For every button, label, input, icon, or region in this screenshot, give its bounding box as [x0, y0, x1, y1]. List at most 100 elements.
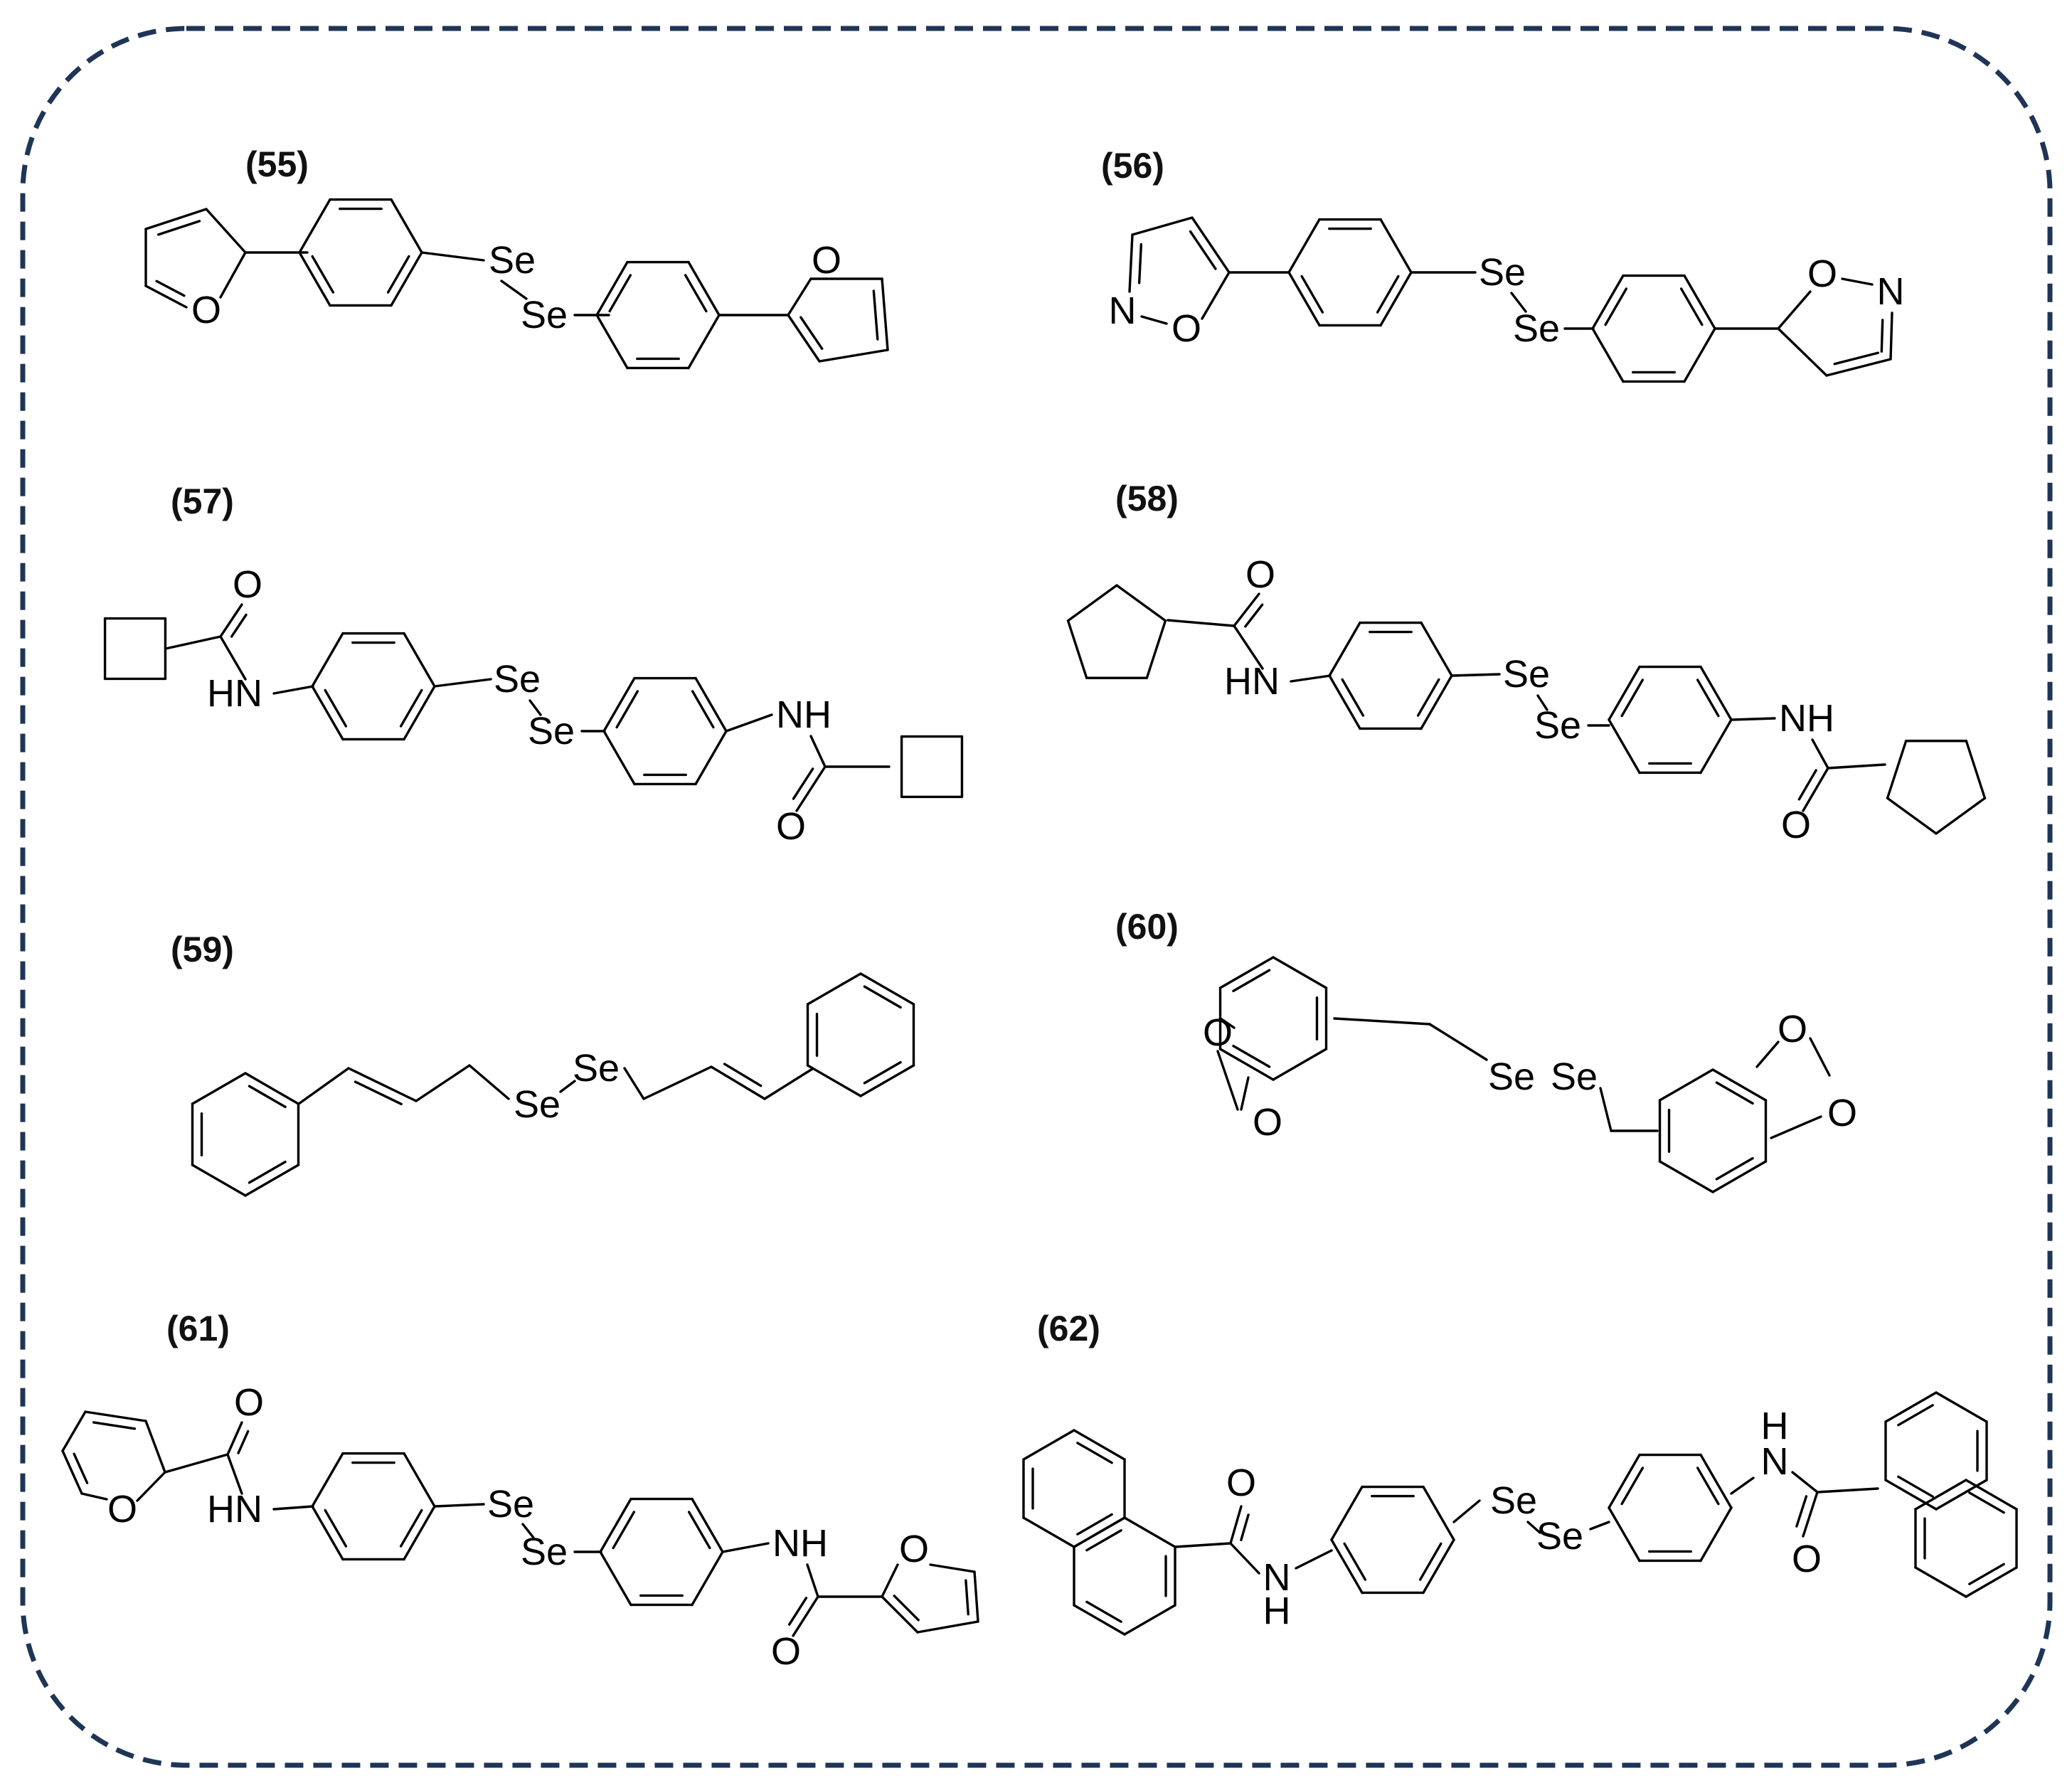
bond [792, 1595, 819, 1637]
bond [809, 735, 827, 768]
benzene-bond [1608, 665, 1641, 721]
naphthalene-ring-bond [1073, 1516, 1126, 1548]
bond [1809, 1037, 1831, 1077]
benzene-bond [1711, 1160, 1768, 1193]
benzene-bond [244, 1164, 300, 1197]
atom-label: Se [514, 1083, 560, 1126]
naphthalene-ring-bond [1965, 1566, 2018, 1598]
compound-label: (58) [1115, 479, 1179, 518]
bond [468, 1064, 510, 1100]
atom-label: N [1263, 1556, 1291, 1599]
benzene-bond [1591, 274, 1625, 330]
bond [916, 1620, 979, 1634]
bond [1452, 1499, 1481, 1523]
bond [973, 1570, 979, 1623]
benzene-bond [1683, 327, 1716, 383]
atom-label: HN [207, 672, 262, 715]
bond [929, 1563, 976, 1573]
dashed-border [20, 26, 2053, 1768]
benzene-bond [1591, 327, 1625, 383]
benzene-bond [1658, 1068, 1714, 1102]
double-bond [1795, 1495, 1808, 1528]
atom-label: H [1761, 1405, 1789, 1447]
bond [1730, 717, 1776, 721]
bond [1233, 592, 1260, 627]
atom-label: O [1253, 1101, 1282, 1144]
benzene-bond [1218, 1048, 1275, 1081]
naphthalene-ring-double-bond [1085, 1529, 1122, 1552]
naphthalene-ring-double-bond [1085, 1600, 1122, 1623]
benzene-bond [1287, 271, 1321, 327]
bond [1730, 1476, 1755, 1495]
bond [1802, 767, 1829, 812]
benzene-bond [311, 1505, 344, 1561]
benzene-double-bond [1232, 969, 1271, 993]
bond [1219, 1017, 1236, 1029]
bond [1510, 292, 1527, 313]
atom-label: O [1172, 307, 1201, 350]
bond [205, 208, 247, 254]
atom-label: Se [1479, 251, 1526, 294]
bond [1827, 763, 1886, 770]
benzene-double-bond [1604, 287, 1628, 326]
atom-label: O [771, 1630, 801, 1673]
compound-label: (57) [171, 481, 234, 521]
bond [1889, 312, 1893, 361]
atom-label: O [1245, 553, 1275, 596]
naphthalene-ring-double-bond [1968, 1491, 2005, 1514]
benzene-bond [694, 676, 728, 733]
bond [1229, 1505, 1243, 1545]
bond [795, 765, 827, 812]
bond [881, 1595, 919, 1634]
benzene-bond [1330, 1485, 1364, 1541]
benzene-double-bond [399, 1508, 423, 1548]
double-bond [73, 1452, 89, 1484]
naphthalene-ring-bond [1073, 1604, 1126, 1636]
double-bond [155, 280, 186, 297]
bond [226, 1453, 243, 1495]
naphthalene-ring-bond [1884, 1479, 1938, 1511]
bond [226, 1421, 243, 1456]
bond [1841, 277, 1874, 286]
naphthalene-ring-double-bond [1968, 1563, 2005, 1585]
cyclopentane-bond [1886, 740, 1908, 799]
atom-label: H [1263, 1590, 1291, 1632]
benzene-bond [602, 676, 636, 733]
benzene-bond [694, 730, 728, 786]
benzene-double-bond [399, 688, 423, 728]
bond [144, 1420, 166, 1474]
bond [144, 284, 188, 309]
bond [623, 1067, 645, 1100]
double-bond [792, 767, 814, 800]
benzene-bond [1287, 218, 1321, 274]
benzene-bond [1379, 271, 1413, 327]
benzene-bond [859, 972, 915, 1006]
bond [1233, 624, 1264, 670]
atom-label: Se [521, 294, 568, 336]
benzene-double-bond [1696, 1467, 1720, 1506]
bond [1240, 1076, 1250, 1111]
bond [1816, 1487, 1879, 1494]
benzene-double-bond [1715, 1081, 1754, 1105]
benzene-bond [1699, 718, 1733, 775]
atom-label: O [1778, 1008, 1807, 1050]
bond [521, 1523, 535, 1539]
benzene-bond [1699, 665, 1733, 721]
bond [415, 1064, 471, 1102]
bond [219, 603, 243, 638]
atom-label: O [107, 1488, 137, 1531]
double-bond [965, 1579, 969, 1616]
benzene-double-bond [608, 274, 632, 313]
benzene-bond [602, 730, 636, 786]
bond [297, 1067, 350, 1105]
benzene-bond [1420, 674, 1453, 730]
benzene-bond [311, 632, 344, 688]
bond [1191, 216, 1231, 274]
atom-label: O [776, 805, 806, 848]
bond [1536, 694, 1548, 711]
bond [763, 1068, 814, 1100]
benzene-double-bond [691, 690, 715, 729]
benzene-bond [403, 1452, 436, 1508]
